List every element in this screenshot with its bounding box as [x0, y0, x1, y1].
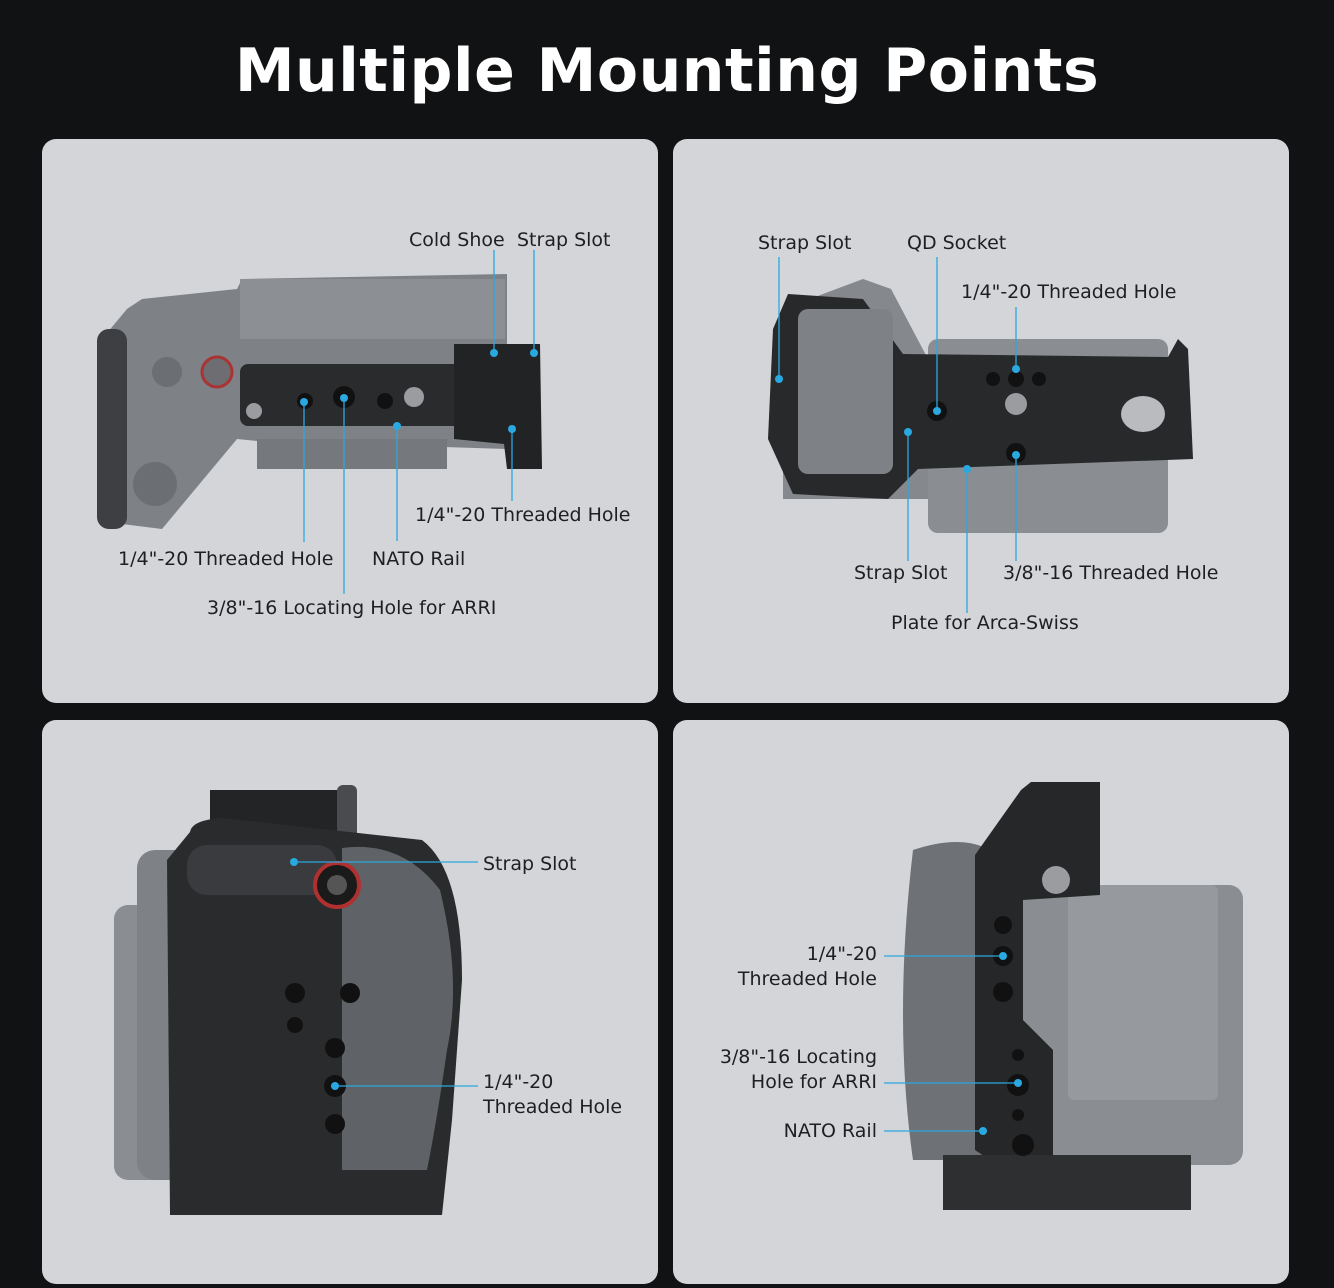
strap-slot-top-label: Strap Slot: [758, 232, 852, 254]
camera-bottom-view-illustration: [768, 257, 1193, 613]
cold-shoe-label: Cold Shoe: [409, 229, 505, 251]
threaded-hole-right-label: 1/4"-20 Threaded Hole: [415, 504, 631, 526]
locating-hole-label-line2: Hole for ARRI: [750, 1071, 877, 1093]
threaded-hole-label-line2: Threaded Hole: [737, 968, 877, 990]
threaded-hole-38-label: 3/8"-16 Threaded Hole: [1003, 562, 1219, 584]
threaded-hole-left-label: 1/4"-20 Threaded Hole: [118, 548, 334, 570]
strap-slot-label: Strap Slot: [483, 853, 577, 875]
camera-top-view-illustration: [97, 250, 542, 594]
strap-slot-bottom-label: Strap Slot: [854, 562, 948, 584]
nato-rail-label: NATO Rail: [783, 1120, 877, 1142]
threaded-hole-label-line2: Threaded Hole: [483, 1096, 623, 1118]
nato-rail-label: NATO Rail: [372, 548, 466, 570]
threaded-hole-label: 1/4"-20 Threaded Hole: [961, 281, 1177, 303]
panel-bottom-view: Strap Slot QD Socket 1/4"-20 Threaded Ho…: [673, 139, 1289, 703]
locating-hole-label-line1: 3/8"-16 Locating: [719, 1046, 877, 1068]
strap-slot-label: Strap Slot: [517, 229, 611, 251]
page-title: Multiple Mounting Points: [234, 36, 1100, 106]
qd-socket-label: QD Socket: [907, 232, 1007, 254]
arca-plate-label: Plate for Arca-Swiss: [891, 612, 1079, 634]
camera-left-side-illustration: [884, 782, 1243, 1210]
camera-grip-side-illustration: [114, 785, 478, 1215]
locating-hole-label: 3/8"-16 Locating Hole for ARRI: [207, 597, 497, 619]
threaded-hole-label-line1: 1/4"-20: [806, 943, 877, 965]
panel-top-view: Cold Shoe Strap Slot 1/4"-20 Threaded Ho…: [42, 139, 658, 703]
panel-left-side-view: 1/4"-20 Threaded Hole 3/8"-16 Locating H…: [673, 720, 1289, 1284]
panel-grip-side-view: Strap Slot 1/4"-20 Threaded Hole: [42, 720, 658, 1284]
threaded-hole-label-line1: 1/4"-20: [483, 1071, 554, 1093]
